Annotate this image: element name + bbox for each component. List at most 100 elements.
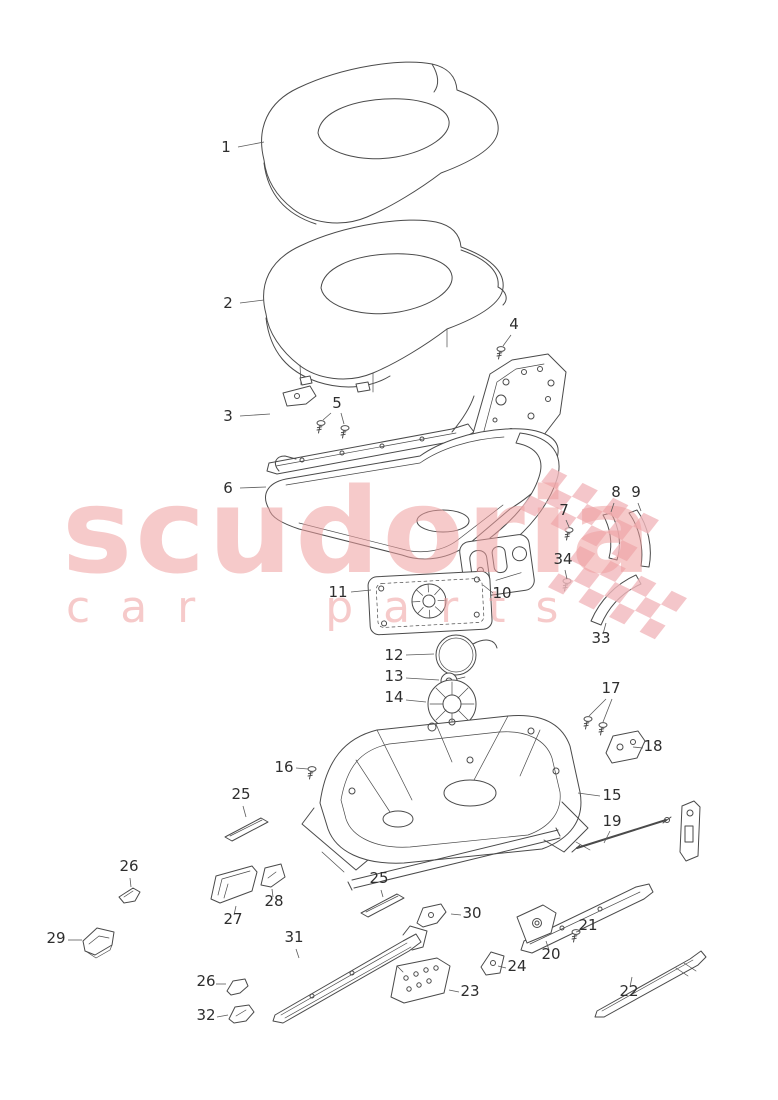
callout-label-21: 21 (578, 916, 597, 934)
part-5-screw-a (316, 420, 326, 434)
callout-label-22: 22 (619, 982, 638, 1000)
callout-leader-25b (380, 889, 384, 898)
callout-leader-1 (237, 141, 265, 148)
part-11-seat-pan (367, 570, 493, 636)
part-25-trim-strip-b (360, 893, 405, 918)
callout-leader-32 (216, 1014, 229, 1018)
callout-leader-12 (405, 653, 435, 656)
part-28-clip (260, 863, 286, 888)
callout-label-1: 1 (221, 138, 231, 156)
part-5-screw-b (340, 425, 350, 439)
callout-label-3: 3 (223, 407, 233, 425)
callout-label-2: 2 (223, 294, 233, 312)
part-4-screw (496, 346, 506, 360)
callout-leader-18 (632, 746, 644, 749)
callout-leader-16 (295, 767, 309, 770)
callout-leader-14 (405, 699, 427, 703)
callout-label-9: 9 (631, 483, 641, 501)
part-16-screw (307, 766, 317, 780)
callout-leader-4 (502, 334, 512, 347)
callout-label-7: 7 (559, 501, 569, 519)
callout-label-32: 32 (196, 1006, 215, 1024)
part-18-bracket (605, 730, 646, 764)
part-29-clip (82, 927, 115, 959)
callout-leader-5 (322, 412, 332, 421)
callout-label-28: 28 (264, 892, 283, 910)
callout-leader-31 (295, 948, 300, 959)
callout-label-33: 33 (591, 629, 610, 647)
callout-leader-30 (450, 913, 462, 916)
callout-label-23: 23 (460, 982, 479, 1000)
part-24-clip (480, 951, 505, 976)
callout-leader-34 (564, 569, 568, 580)
callout-label-24: 24 (507, 957, 526, 975)
part-32-clip (228, 1004, 255, 1024)
part-15-seat-frame (301, 715, 591, 891)
part-17-screw-b (598, 722, 608, 736)
callout-leader-21 (575, 930, 581, 933)
callout-leader-3 (239, 413, 271, 417)
callout-label-6: 6 (223, 479, 233, 497)
callout-label-20: 20 (541, 945, 560, 963)
callout-label-27: 27 (223, 910, 242, 928)
callout-leader-10 (482, 584, 494, 594)
callout-label-29: 29 (46, 929, 65, 947)
callout-leader-19 (603, 830, 611, 844)
callout-label-11: 11 (328, 583, 347, 601)
callout-label-13: 13 (384, 667, 403, 685)
callout-label-15: 15 (602, 786, 621, 804)
callout-leader-15 (577, 792, 601, 797)
callout-leader-5 (340, 412, 345, 425)
callout-leader-20 (545, 940, 550, 951)
callout-label-10: 10 (492, 584, 511, 602)
part-31-seat-rail-outer (272, 925, 428, 1024)
callout-label-16: 16 (274, 758, 293, 776)
callout-label-18: 18 (643, 737, 662, 755)
callout-leader-11 (350, 589, 372, 593)
watermark-brand: scudoria (62, 462, 654, 600)
part-25-trim-strip-a (224, 817, 269, 842)
part-26-clip-a (118, 887, 141, 904)
part-19-actuator-rod (571, 800, 701, 862)
callout-leader-17 (602, 698, 613, 723)
callout-leader-28 (271, 888, 274, 898)
callout-label-17: 17 (601, 679, 620, 697)
watermark-subtitle: car parts (66, 582, 588, 633)
watermark-layer: scudoria car parts (62, 462, 687, 640)
part-30-clip (416, 903, 447, 928)
callout-label-5: 5 (332, 394, 342, 412)
part-12-wire-ring (435, 634, 498, 676)
diagram-art-layer (82, 61, 707, 1024)
part-22-rail-cover (594, 950, 707, 1018)
callout-label-31: 31 (284, 928, 303, 946)
callout-label-34: 34 (553, 550, 572, 568)
callout-label-14: 14 (384, 688, 403, 706)
callout-leader-26a (129, 877, 132, 888)
callout-label-25b: 25 (369, 869, 388, 887)
callout-leader-17 (588, 698, 607, 717)
part-1-seat-cushion-top (261, 61, 499, 225)
part-26-clip-b (226, 978, 249, 996)
callout-leader-25a (242, 805, 247, 818)
callout-label-26a: 26 (119, 857, 138, 875)
callout-leader-24 (497, 965, 507, 969)
callout-leader-23 (448, 989, 460, 993)
callout-leader-27 (233, 905, 237, 916)
callout-label-25a: 25 (231, 785, 250, 803)
callout-leader-6 (239, 486, 267, 489)
callout-label-30: 30 (462, 904, 481, 922)
part-17-screw-a (583, 716, 593, 730)
checkered-flag-watermark (519, 468, 687, 640)
part-2-seat-cushion-lower (263, 219, 507, 393)
callout-label-19: 19 (602, 812, 621, 830)
callout-leader-9 (637, 502, 642, 512)
callout-leader-2 (239, 299, 265, 304)
callout-label-4: 4 (509, 315, 519, 333)
callout-label-26b: 26 (196, 972, 215, 990)
callout-leader-13 (405, 677, 440, 681)
callout-label-12: 12 (384, 646, 403, 664)
callout-leader-33 (602, 622, 607, 635)
